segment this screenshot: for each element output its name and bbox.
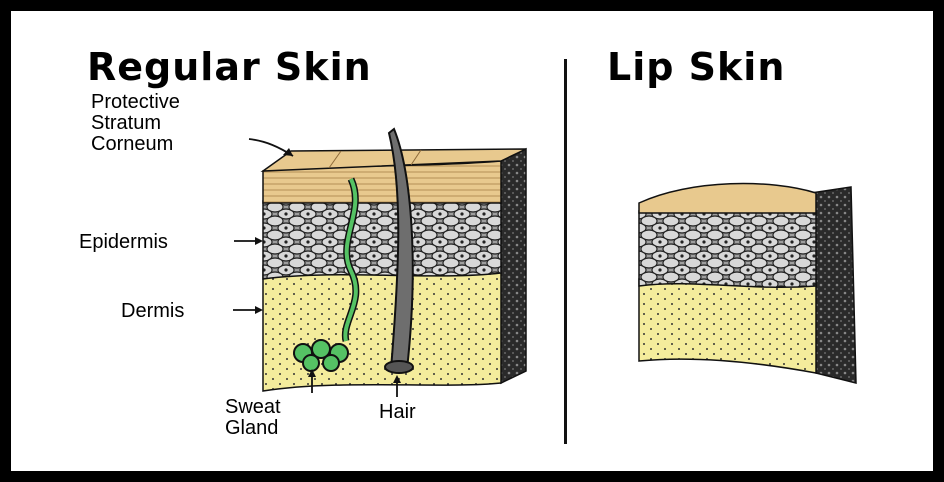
regular-skin-cross-section <box>263 129 526 391</box>
skin-illustrations <box>11 11 933 471</box>
lip-skin-cross-section <box>639 184 856 383</box>
figure-panel: Regular Skin Lip Skin Protective Stratum… <box>11 11 933 471</box>
